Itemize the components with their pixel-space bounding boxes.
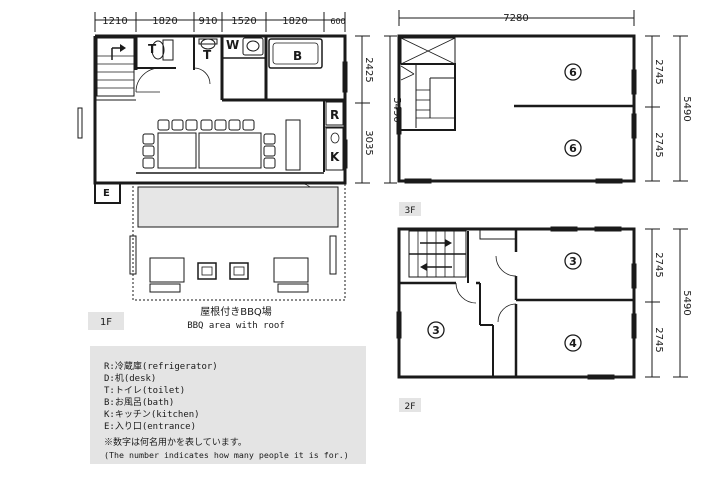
dim-2f-r1: 2745 — [653, 252, 664, 277]
legend-item-toilet: T:トイレ(toilet) — [104, 386, 186, 396]
dim-2f-r3: 5490 — [681, 290, 692, 315]
dim-3f-top: 7280 — [503, 13, 528, 24]
dim-1f-r2: 3035 — [363, 130, 374, 155]
legend-note-en: (The number indicates how many people it… — [104, 450, 349, 460]
dim-1f-2: 1820 — [152, 16, 177, 27]
floor-3-labels: 7280 2745 2745 5490 6 6 3F — [405, 13, 692, 216]
room-cap-2f-1: 3 — [569, 255, 577, 268]
room-label-entrance: E — [103, 188, 110, 199]
room-label-fridge: R — [330, 108, 339, 122]
dim-1f-3: 910 — [198, 16, 217, 27]
legend-item-entrance: E:入り口(entrance) — [104, 422, 197, 432]
dim-1f-5: 1820 — [282, 16, 307, 27]
room-label-toilet2: T — [203, 48, 212, 62]
dim-3f-r2: 2745 — [653, 132, 664, 157]
dim-1f-4: 1520 — [231, 16, 256, 27]
floor-label-1f: 1F — [100, 317, 112, 328]
legend-item-refrigerator: R:冷蔵庫(refrigerator) — [104, 362, 218, 372]
legend-box: R:冷蔵庫(refrigerator) D:机(desk) T:トイレ(toil… — [90, 346, 366, 464]
floor-3-plan — [396, 10, 688, 216]
floor-2-labels: 2745 2745 5490 3 3 4 2F — [405, 252, 692, 412]
floor-1-labels: 1210 1820 910 1520 1820 600 2425 3035 54… — [100, 16, 402, 331]
legend-item-kitchen: K:キッチン(kitchen) — [104, 410, 200, 420]
floor-label-2f: 2F — [405, 402, 416, 412]
dim-1f-6: 600 — [330, 17, 345, 26]
dim-1f-r1: 2425 — [363, 57, 374, 82]
room-cap-2f-2: 3 — [432, 324, 440, 337]
room-cap-3f-2: 6 — [569, 142, 577, 155]
bbq-caption-jp: 屋根付きBBQ場 — [200, 305, 272, 318]
room-cap-2f-3: 4 — [569, 337, 577, 350]
floor-2-plan — [396, 226, 688, 412]
dim-3f-r1: 2745 — [653, 59, 664, 84]
room-label-wash: W — [226, 38, 239, 52]
room-label-kitchen: K — [330, 150, 340, 164]
room-cap-3f-1: 6 — [569, 66, 577, 79]
legend-note-jp: ※数字は何名用かを表しています。 — [104, 438, 247, 448]
room-label-bath: B — [293, 49, 302, 63]
dim-1f-1: 1210 — [102, 16, 127, 27]
bbq-caption-en: BBQ area with roof — [187, 321, 285, 331]
dim-3f-r3: 5490 — [681, 96, 692, 121]
dim-2f-r2: 2745 — [653, 327, 664, 352]
floor-label-3f: 3F — [405, 206, 416, 216]
room-label-toilet: T — [148, 42, 157, 56]
legend-item-desk: D:机(desk) — [104, 374, 157, 384]
legend-item-bath: B:お風呂(bath) — [104, 398, 175, 408]
floor-1-plan — [77, 12, 397, 330]
